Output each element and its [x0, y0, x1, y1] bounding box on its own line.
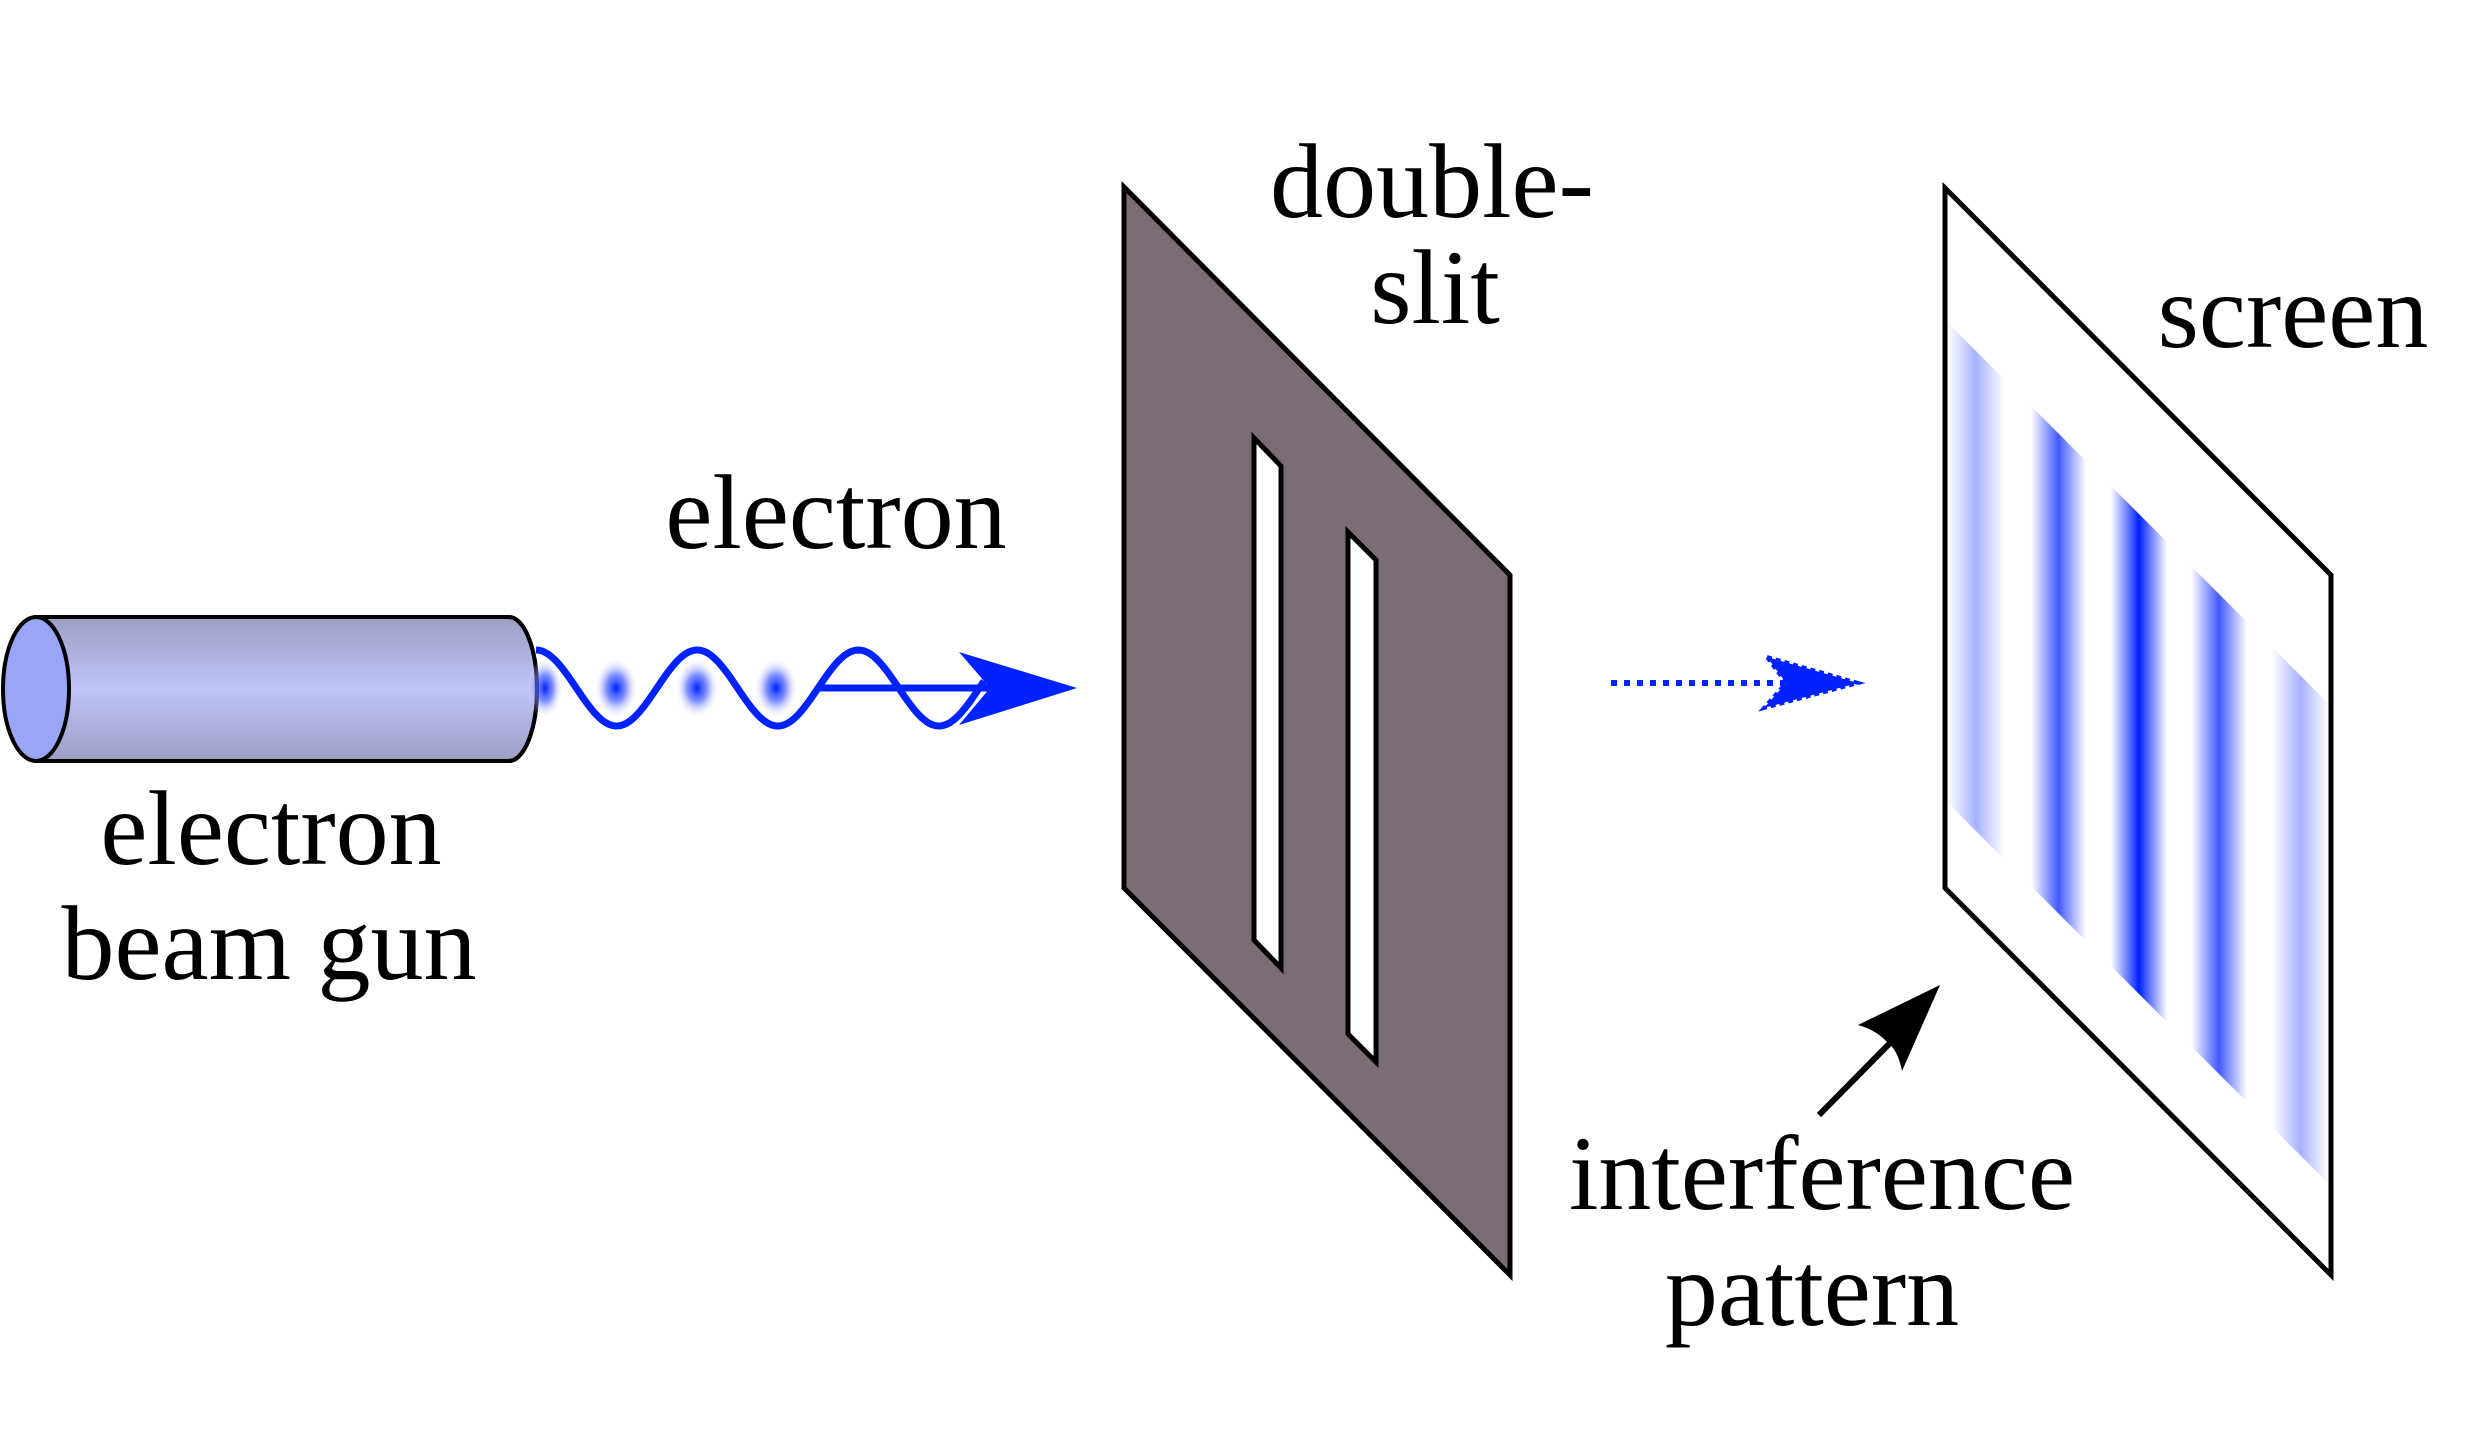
interference-fringe [2191, 566, 2247, 1102]
pointer-arrowhead [1858, 985, 1940, 1071]
gun-cap [1, 615, 71, 763]
gun-label-line2: beam gun [61, 885, 476, 1002]
dotted-arrow-icon [1611, 653, 1866, 712]
electron-blob [754, 658, 798, 718]
electron-blob [594, 658, 638, 718]
double-slit-barrier [1121, 180, 1513, 1282]
slit-2 [1345, 525, 1379, 1069]
screen-outline [1942, 181, 2334, 1282]
barrier-plate [1121, 180, 1513, 1282]
electron-label: electron [665, 454, 1006, 571]
interference-fringe [2031, 406, 2086, 941]
slit-label-line1: double- [1270, 123, 1594, 240]
interference-fringe [1948, 323, 2004, 859]
electron-arrowhead-icon [959, 652, 1077, 725]
dotted-arrowhead [1758, 653, 1866, 712]
pointer-arrow-line [1816, 1037, 1896, 1118]
electron-blob [527, 658, 563, 718]
interference-fringe [2272, 647, 2329, 1184]
slit-1 [1251, 431, 1284, 975]
interference-fringes [1948, 323, 2329, 1184]
arrow-icon [1816, 985, 1940, 1118]
electron-blob [675, 658, 719, 718]
slit-label-line2: slit [1370, 229, 1500, 346]
pattern-label-line2: pattern [1665, 1231, 1959, 1348]
sine-wave-icon [535, 646, 987, 730]
pattern-label-line1: interference [1569, 1115, 2075, 1232]
interference-fringe [2111, 486, 2167, 1022]
detection-screen [1942, 181, 2334, 1282]
screen-label: screen [2158, 253, 2429, 370]
gun-label-line1: electron [100, 770, 441, 887]
electron-gun [1, 615, 539, 763]
electron-wave [527, 646, 1077, 730]
gun-body [34, 615, 539, 763]
